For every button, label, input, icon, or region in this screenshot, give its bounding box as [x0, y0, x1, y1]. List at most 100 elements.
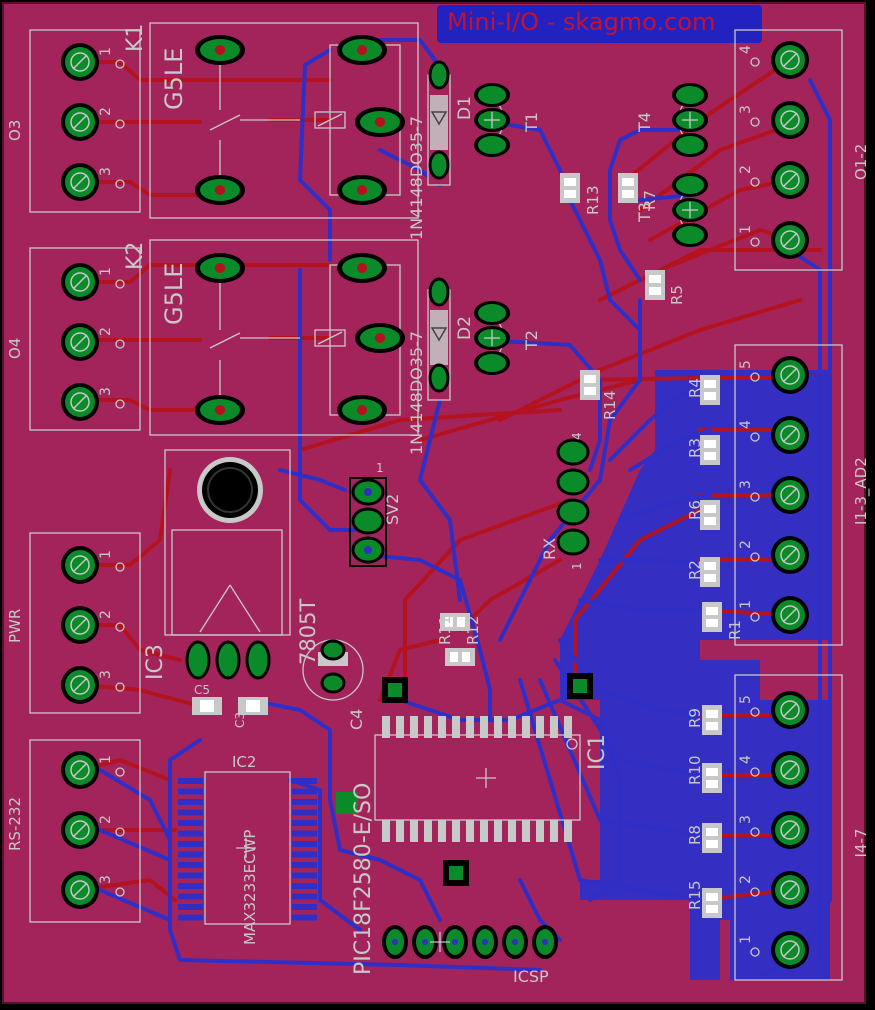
connector-pin-label: 1	[98, 47, 114, 56]
resistor-ref: R3	[686, 438, 704, 458]
resistor-r13: R13	[560, 173, 602, 215]
bottom-trace	[518, 678, 702, 902]
connectors-layer: 123O3123O4123PWR123RS-2324321O1-254321I1…	[6, 29, 871, 981]
header-rx-pin4: 4	[570, 432, 584, 440]
bottom-trace	[418, 398, 462, 602]
connector-pin-label: 2	[98, 610, 114, 619]
connector-pin-label: 3	[738, 105, 754, 114]
top-trace	[573, 508, 702, 682]
connector-pin-label: 3	[98, 875, 114, 884]
connector-pin-label: 2	[738, 540, 754, 549]
resistor-r7: R7	[618, 173, 659, 210]
resistor-ref: R4	[686, 378, 704, 398]
cap-c5-ref: C5	[194, 683, 210, 697]
resistor-ref: R6	[686, 500, 704, 520]
resistor-r12: R12	[445, 615, 482, 666]
resistor-ref: R2	[686, 560, 704, 580]
top-trace	[498, 298, 802, 422]
relay-k2-ref: K2	[123, 242, 148, 270]
connector-pin-label: 3	[738, 480, 754, 489]
top-trace	[418, 378, 642, 442]
resistor-ref: R8	[686, 825, 704, 845]
resistor-ref: R11	[436, 615, 454, 645]
bottom-trace	[498, 298, 642, 642]
bottom-trace	[278, 468, 347, 492]
ic3-part: 7805T	[296, 599, 320, 665]
transistor-ref: T4	[635, 112, 654, 133]
connector-pin-label: 3	[98, 387, 114, 396]
bottom-trace	[558, 638, 712, 717]
ic1-ref: IC1	[585, 734, 610, 770]
top-trace	[638, 123, 792, 212]
bottom-trace	[248, 698, 442, 922]
connector-pin-label: 1	[738, 935, 754, 944]
resistor-r11: R11	[436, 613, 470, 645]
resistor-r10: R10	[686, 755, 722, 793]
cap-c3: C3	[233, 697, 268, 728]
connector-pin-label: 5	[738, 360, 754, 369]
ic3-ref: IC3	[143, 644, 168, 680]
cap-c5: C5	[192, 683, 222, 715]
header-sv2-pin1: 1	[376, 461, 384, 475]
resistor-ref: R13	[584, 185, 602, 215]
resistor-ref: R1	[726, 620, 744, 640]
transistor-t3: T3	[635, 173, 708, 247]
resistor-r3: R3	[686, 435, 720, 465]
connector-pin-label: 4	[738, 420, 754, 429]
connector-pin-label: 2	[98, 815, 114, 824]
bottom-trace	[598, 558, 712, 567]
bottom-trace	[618, 493, 712, 522]
bottom-trace	[98, 768, 172, 842]
header-sv2: SV2 1	[349, 461, 402, 567]
resistor-r9: R9	[686, 705, 722, 735]
connector-pin-label: 3	[98, 167, 114, 176]
resistor-ref: R5	[668, 285, 686, 305]
bottom-trace	[288, 778, 362, 932]
resistor-ref: R10	[686, 755, 704, 785]
relay-k1-ref: K1	[123, 24, 148, 52]
diode-d2: D2 1N4148DO35-7	[407, 277, 475, 455]
resistor-r1: R1	[702, 602, 744, 640]
cap-c3-ref: C3	[233, 712, 247, 728]
bottom-trace	[298, 48, 332, 262]
top-trace	[78, 623, 182, 662]
resistor-r15: R15	[686, 880, 722, 918]
bottom-trace	[628, 428, 712, 472]
top-trace	[403, 498, 572, 682]
resistor-ref: R15	[686, 880, 704, 910]
resistor-ref: R9	[686, 708, 704, 728]
header-icsp-label: ICSP	[513, 967, 549, 986]
bottom-trace	[608, 128, 692, 282]
connector-pin-label: 2	[738, 165, 754, 174]
connector-pin-label: 1	[738, 600, 754, 609]
connector-pin-label: 1	[98, 550, 114, 559]
resistor-r14: R14	[580, 370, 619, 420]
resistor-r6: R6	[686, 500, 720, 530]
bottom-trace	[168, 738, 542, 972]
resistor-ref: R14	[601, 390, 619, 420]
transistor-ref: T3	[635, 202, 654, 223]
transistor-ref: T2	[522, 330, 541, 351]
bottom-trace	[608, 378, 702, 462]
diode-d1-ref: D1	[455, 96, 475, 120]
connector-label: RS-232	[6, 797, 24, 851]
bottom-trace	[298, 268, 357, 532]
connector-pin-label: 2	[98, 327, 114, 336]
resistor-r5: R5	[645, 270, 686, 305]
cap-c4-ref: C4	[347, 709, 366, 730]
connector-pin-label: 4	[738, 45, 754, 54]
bottom-trace	[578, 598, 712, 612]
header-rx-label: RX	[540, 538, 559, 560]
header-rx: RX 4 1	[540, 432, 590, 570]
connector-label: PWR	[6, 609, 24, 643]
diode-d2-part: 1N4148DO35-7	[407, 331, 426, 455]
diode-d1-part: 1N4148DO35-7	[407, 116, 426, 240]
resistor-ref: R12	[464, 615, 482, 645]
connector-label: I4-7	[852, 829, 870, 858]
